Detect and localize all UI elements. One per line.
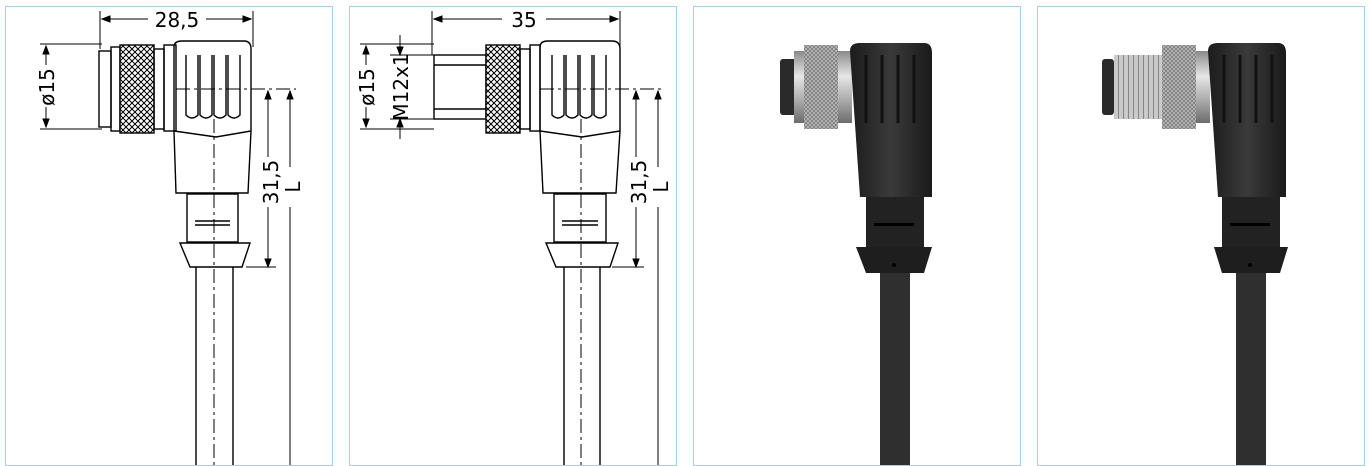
angled-body <box>1208 43 1286 197</box>
diameter-dimension <box>360 35 434 139</box>
width-dimension <box>431 11 621 55</box>
male-connector-drawing: 35 ø15 M12x1 <box>355 8 673 465</box>
height-dimensions <box>612 89 662 465</box>
metal-ring <box>794 51 804 123</box>
angled-body <box>850 43 932 197</box>
height-dimension-label: 31,5 <box>259 160 283 205</box>
pin-face <box>1102 59 1114 115</box>
female-connector-drawing: 28,5 ø15 <box>35 8 305 465</box>
length-dimension-label: L <box>649 181 673 193</box>
length-dimension-label: L <box>281 181 305 193</box>
diameter-dimension <box>40 43 102 130</box>
cable-boot <box>1214 247 1288 273</box>
strain-relief <box>866 197 924 247</box>
height-dimensions <box>246 89 294 465</box>
diameter-dimension-label: ø15 <box>355 68 379 106</box>
connector-outline <box>433 40 621 465</box>
height-dimension-label: 31,5 <box>627 160 651 205</box>
socket-face <box>780 59 796 115</box>
connector-outline <box>98 40 252 465</box>
thread <box>1114 55 1162 119</box>
female-connector-photo <box>780 43 932 465</box>
metal-collar <box>1196 51 1210 123</box>
diameter-dimension-label: ø15 <box>35 68 59 106</box>
male-connector-photo <box>1102 43 1288 465</box>
photo-male-connector <box>1037 6 1365 466</box>
cable <box>1236 273 1266 465</box>
metal-collar <box>838 51 852 123</box>
cable <box>880 273 910 465</box>
knurled-nut <box>1162 45 1196 129</box>
width-dimension-label: 35 <box>511 8 536 32</box>
cable-boot <box>856 247 932 273</box>
thread-dimension-label: M12x1 <box>389 53 413 120</box>
strain-relief <box>1222 197 1280 247</box>
photo-female-connector <box>693 6 1021 466</box>
drawing-female-connector: 28,5 ø15 <box>5 6 333 466</box>
drawing-male-connector: 35 ø15 M12x1 <box>349 6 677 466</box>
width-dimension <box>99 11 254 49</box>
knurled-nut <box>804 45 838 129</box>
width-dimension-label: 28,5 <box>155 8 200 32</box>
